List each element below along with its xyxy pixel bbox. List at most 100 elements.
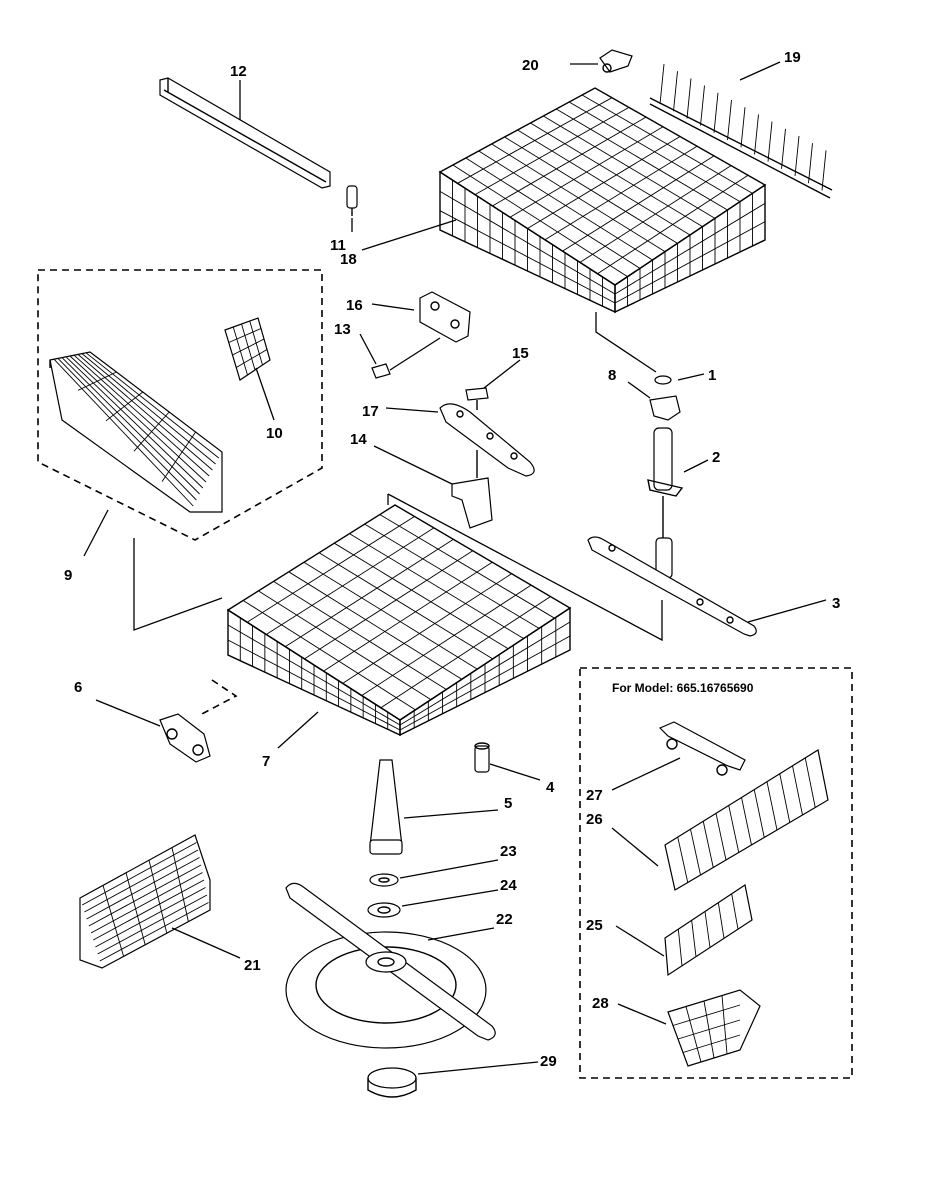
wire-line: [342, 573, 512, 684]
wire-line: [125, 872, 146, 945]
wire-line: [361, 584, 532, 696]
part-2-tube: [647, 427, 684, 538]
wire-line: [95, 887, 206, 948]
wire-line: [364, 523, 540, 629]
part-23-washer: [369, 873, 399, 887]
part-25-tine-row: [664, 884, 753, 977]
label-6: 6: [74, 679, 82, 696]
label-5: 5: [504, 795, 512, 812]
dashed-group-9-10: [37, 269, 323, 541]
label-8: 8: [608, 367, 616, 384]
part-5-center-tube: [369, 759, 403, 855]
wire-line: [717, 902, 725, 939]
label-14: 14: [350, 431, 367, 448]
wire-line: [84, 849, 199, 913]
wire-line: [92, 879, 205, 941]
part-3-spray-arm: [587, 536, 757, 637]
part-18-upper-rack: [438, 87, 767, 314]
wire-line: [148, 860, 168, 934]
wire-line: [753, 789, 765, 838]
label-23: 23: [500, 843, 517, 860]
wire-line: [249, 320, 263, 366]
part-15-nut: [465, 387, 489, 410]
label-13: 13: [334, 321, 351, 338]
wire-line: [808, 143, 813, 184]
label-18: 18: [340, 251, 357, 268]
wire-line: [73, 354, 210, 477]
label-27: 27: [586, 787, 603, 804]
leader-lines: [83, 61, 827, 1075]
wire-line: [530, 122, 703, 228]
part-27-clip: [658, 721, 746, 776]
wire-line: [568, 101, 741, 203]
label-3: 3: [832, 595, 840, 612]
wire-line: [686, 78, 692, 119]
wire-line: [69, 355, 207, 483]
wire-line: [700, 85, 705, 126]
wire-line: [99, 902, 209, 962]
explode-lines: [133, 312, 663, 717]
wire-line: [754, 114, 759, 155]
label-10: 10: [266, 425, 283, 442]
wire-line: [77, 354, 213, 471]
part-1-washer: [654, 375, 672, 385]
wire-line: [81, 353, 216, 465]
part-13-screw: [371, 363, 391, 379]
wire-line: [258, 590, 432, 701]
wire-line: [543, 115, 716, 219]
wire-line: [478, 150, 653, 261]
wire-line: [323, 561, 493, 672]
label-22: 22: [496, 911, 513, 928]
wire-line: [581, 94, 753, 194]
wire-line: [81, 842, 197, 906]
wire-line: [685, 1006, 702, 1063]
wire-line: [741, 797, 752, 846]
part-19-tine-row: [649, 63, 833, 199]
wire-line: [102, 885, 125, 957]
wire-line: [804, 757, 816, 808]
wire-line: [491, 143, 666, 253]
wire-line: [452, 164, 628, 278]
wire-line: [704, 911, 711, 948]
label-12: 12: [230, 63, 247, 80]
wire-line: [677, 929, 683, 966]
wire-line: [517, 129, 691, 236]
wire-line: [690, 829, 701, 876]
part-16-bracket: [419, 291, 471, 343]
wire-line: [821, 150, 827, 191]
part-10-basket-cover: [224, 317, 271, 381]
wire-line: [265, 527, 435, 635]
wire-line: [273, 580, 447, 690]
label-21: 21: [244, 957, 261, 974]
wire-line: [304, 550, 474, 660]
wire-line: [792, 765, 803, 816]
label-7: 7: [262, 753, 270, 770]
wire-line: [246, 516, 415, 623]
part-labels: 12 11 18 20 19 16 13 15 17 14 8 1 2 3 10…: [64, 49, 840, 1070]
part-11-pin: [346, 185, 358, 216]
part-7-lower-rack: [226, 504, 572, 737]
part-26-tine-row: [664, 749, 829, 891]
part-24-bearing: [367, 902, 401, 918]
label-20: 20: [522, 57, 539, 74]
wire-line: [379, 514, 555, 619]
label-25: 25: [586, 917, 603, 934]
wire-line: [731, 893, 739, 930]
wire-line: [673, 71, 678, 112]
wire-line: [241, 323, 256, 371]
label-16: 16: [346, 297, 363, 314]
label-1: 1: [708, 367, 716, 384]
wire-line: [232, 326, 248, 376]
label-15: 15: [512, 345, 529, 362]
label-28: 28: [592, 995, 609, 1012]
dashed-model-box: [579, 667, 853, 1079]
part-21-side-basket: [79, 834, 211, 969]
wire-line: [288, 571, 463, 680]
wire-line: [713, 92, 719, 133]
wire-line: [740, 107, 746, 148]
wire-line: [766, 781, 778, 831]
wire-line: [794, 135, 800, 177]
wire-line: [57, 358, 197, 501]
wire-line: [86, 857, 200, 920]
wire-line: [504, 136, 678, 244]
